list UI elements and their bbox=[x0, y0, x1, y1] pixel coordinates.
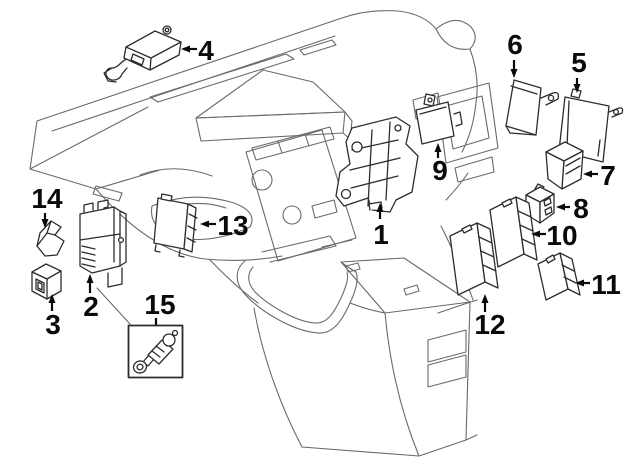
callout-14-label: 14 bbox=[31, 183, 63, 214]
callouts: 1 2 3 4 5 6 7 bbox=[31, 29, 620, 340]
callout-12-label: 12 bbox=[474, 309, 505, 340]
callout-10-label: 10 bbox=[546, 220, 577, 251]
callout-12: 12 bbox=[474, 294, 506, 340]
callout-1: 1 bbox=[373, 203, 389, 250]
dashboard-linework bbox=[29, 10, 499, 325]
callout-3: 3 bbox=[45, 294, 61, 340]
callout-6: 6 bbox=[507, 29, 523, 78]
callout-10: 10 bbox=[531, 220, 578, 251]
part-2-drawing bbox=[79, 199, 127, 288]
callout-4-label: 4 bbox=[198, 35, 214, 66]
callout-8-label: 8 bbox=[573, 193, 589, 224]
center-console-linework bbox=[236, 257, 478, 457]
part-13-drawing bbox=[153, 193, 198, 258]
callout-5: 5 bbox=[571, 47, 587, 93]
callout-7: 7 bbox=[583, 160, 616, 191]
callout-3-label: 3 bbox=[45, 309, 61, 340]
callout-14: 14 bbox=[31, 183, 63, 228]
part-4-drawing bbox=[103, 25, 182, 83]
part-3-drawing bbox=[31, 263, 62, 300]
part-7-drawing bbox=[545, 141, 584, 190]
callout-11-label: 11 bbox=[591, 269, 621, 300]
part-14-drawing bbox=[36, 220, 65, 257]
callout-5-label: 5 bbox=[571, 47, 587, 78]
part-6-drawing bbox=[505, 79, 560, 136]
callout-13-label: 13 bbox=[217, 210, 248, 241]
callout-1-label: 1 bbox=[373, 219, 389, 250]
callout-4: 4 bbox=[181, 35, 214, 66]
part-drawings bbox=[31, 25, 624, 379]
callout-15-label: 15 bbox=[144, 289, 175, 320]
callout-9-label: 9 bbox=[432, 155, 448, 186]
part-11-drawing bbox=[537, 252, 581, 301]
callout-2-label: 2 bbox=[83, 291, 99, 322]
callout-2: 2 bbox=[83, 274, 99, 322]
part-8-drawing bbox=[525, 183, 555, 224]
callout-15: 15 bbox=[144, 289, 176, 325]
part-9-drawing bbox=[415, 93, 463, 145]
callout-11: 11 bbox=[575, 269, 621, 300]
callout-7-label: 7 bbox=[600, 160, 616, 191]
callout-6-label: 6 bbox=[507, 29, 523, 60]
callout-8: 8 bbox=[556, 193, 589, 224]
callout-9: 9 bbox=[432, 143, 448, 186]
part-10-drawing bbox=[489, 196, 538, 268]
part-12-drawing bbox=[449, 222, 499, 296]
part-15-drawing bbox=[127, 324, 184, 379]
part-1-drawing bbox=[335, 116, 419, 213]
callout-13: 13 bbox=[200, 210, 249, 241]
